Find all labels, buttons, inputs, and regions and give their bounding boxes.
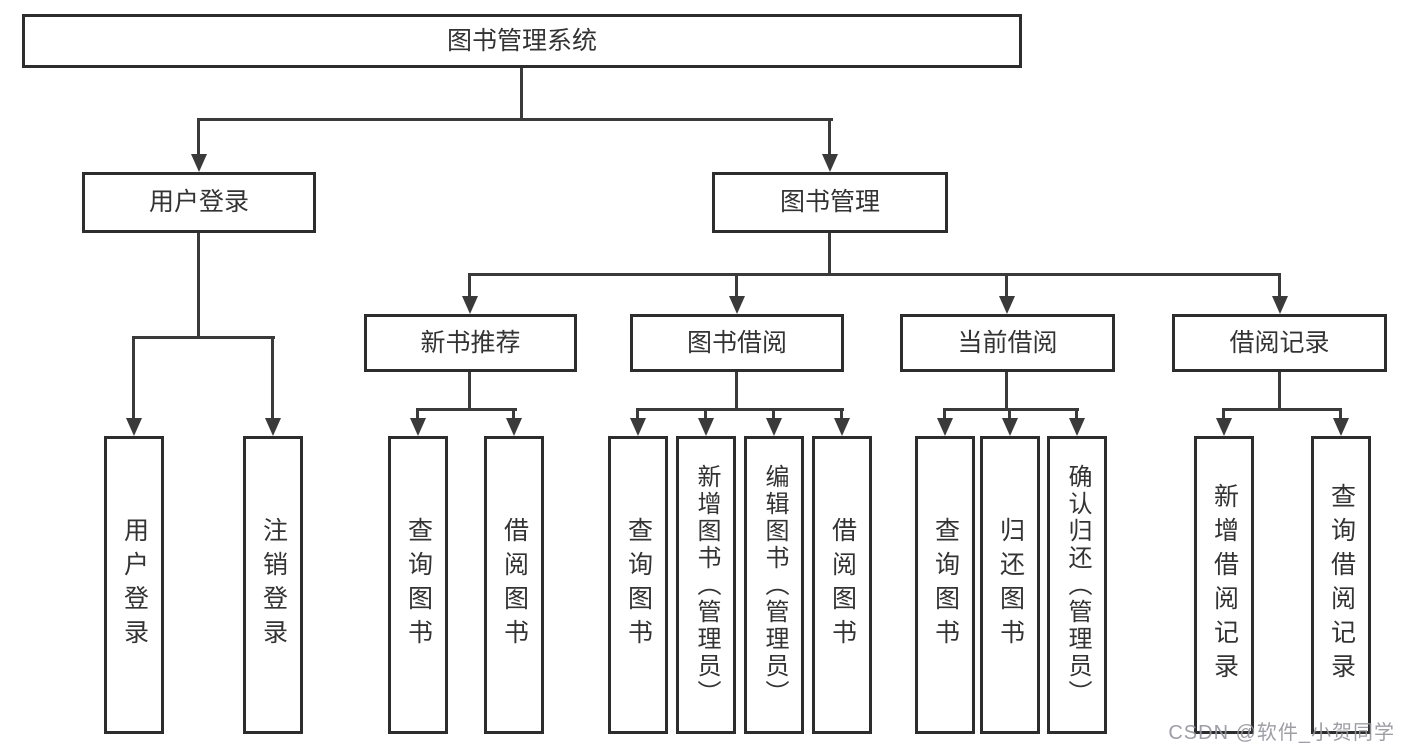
csdn-watermark: CSDN @软件_小贺同学 xyxy=(1168,722,1395,744)
leaf-query-book-current: 查询图书 xyxy=(915,436,975,734)
connector-line xyxy=(828,233,831,276)
connector-line xyxy=(636,408,639,422)
connector-line xyxy=(772,408,775,422)
arrowhead-down-icon xyxy=(410,418,426,436)
arrowhead-down-icon xyxy=(1272,296,1288,314)
connector-line xyxy=(735,273,738,299)
leaf-add-book-admin: 新增图书（管理员） xyxy=(676,436,736,734)
leaf-query-book-borrow: 查询图书 xyxy=(608,436,668,734)
connector-line xyxy=(735,372,738,411)
connector-line xyxy=(1222,408,1342,411)
connector-line xyxy=(512,408,515,422)
connector-line xyxy=(132,336,275,339)
arrowhead-down-icon xyxy=(766,418,782,436)
connector-line xyxy=(197,118,833,121)
arrowhead-down-icon xyxy=(191,154,207,172)
connector-line xyxy=(520,68,523,121)
arrowhead-down-icon xyxy=(834,418,850,436)
connector-line xyxy=(1278,273,1281,299)
connector-line xyxy=(197,118,200,158)
connector-line xyxy=(840,408,843,422)
connector-line xyxy=(1008,408,1011,422)
arrowhead-down-icon xyxy=(630,418,646,436)
connector-line xyxy=(1005,372,1008,411)
arrowhead-down-icon xyxy=(1002,418,1018,436)
connector-line xyxy=(636,408,844,411)
arrowhead-down-icon xyxy=(265,418,281,436)
node-new-book-recommend: 新书推荐 xyxy=(364,314,577,372)
connector-line xyxy=(416,408,419,422)
node-book-management: 图书管理 xyxy=(712,172,948,233)
connector-line xyxy=(943,408,946,422)
leaf-borrow-book-recommend: 借阅图书 xyxy=(484,436,544,734)
arrowhead-down-icon xyxy=(126,418,142,436)
leaf-logout: 注销登录 xyxy=(243,436,303,734)
connector-line xyxy=(943,408,1079,411)
leaf-return-book: 归还图书 xyxy=(980,436,1040,734)
arrowhead-down-icon xyxy=(1333,418,1349,436)
arrowhead-down-icon xyxy=(1216,418,1232,436)
connector-line xyxy=(197,233,200,339)
connector-line xyxy=(1222,408,1225,422)
arrowhead-down-icon xyxy=(506,418,522,436)
leaf-borrow-book: 借阅图书 xyxy=(812,436,872,734)
node-book-borrow: 图书借阅 xyxy=(630,314,844,372)
connector-line xyxy=(704,408,707,422)
node-root: 图书管理系统 xyxy=(22,14,1022,68)
connector-line xyxy=(416,408,517,411)
connector-line xyxy=(468,273,471,299)
arrowhead-down-icon xyxy=(729,296,745,314)
connector-line xyxy=(1278,372,1281,411)
arrowhead-down-icon xyxy=(698,418,714,436)
connector-line xyxy=(132,336,135,420)
connector-line xyxy=(468,273,1281,276)
leaf-edit-book-admin: 编辑图书（管理员） xyxy=(744,436,804,734)
node-user-login: 用户登录 xyxy=(82,172,316,233)
arrowhead-down-icon xyxy=(822,154,838,172)
leaf-query-borrow-record: 查询借阅记录 xyxy=(1311,436,1371,734)
arrowhead-down-icon xyxy=(937,418,953,436)
leaf-add-borrow-record: 新增借阅记录 xyxy=(1194,436,1254,734)
connector-line xyxy=(271,336,274,420)
leaf-user-login: 用户登录 xyxy=(104,436,164,734)
arrowhead-down-icon xyxy=(999,296,1015,314)
connector-line xyxy=(1005,273,1008,299)
arrowhead-down-icon xyxy=(1069,418,1085,436)
arrowhead-down-icon xyxy=(462,296,478,314)
node-current-borrow: 当前借阅 xyxy=(900,314,1115,372)
connector-line xyxy=(1339,408,1342,422)
connector-line xyxy=(828,118,831,158)
node-borrow-record: 借阅记录 xyxy=(1172,314,1387,372)
leaf-confirm-return-admin: 确认归还（管理员） xyxy=(1047,436,1107,734)
connector-line xyxy=(1075,408,1078,422)
connector-line xyxy=(468,372,471,411)
leaf-query-book-recommend: 查询图书 xyxy=(388,436,448,734)
